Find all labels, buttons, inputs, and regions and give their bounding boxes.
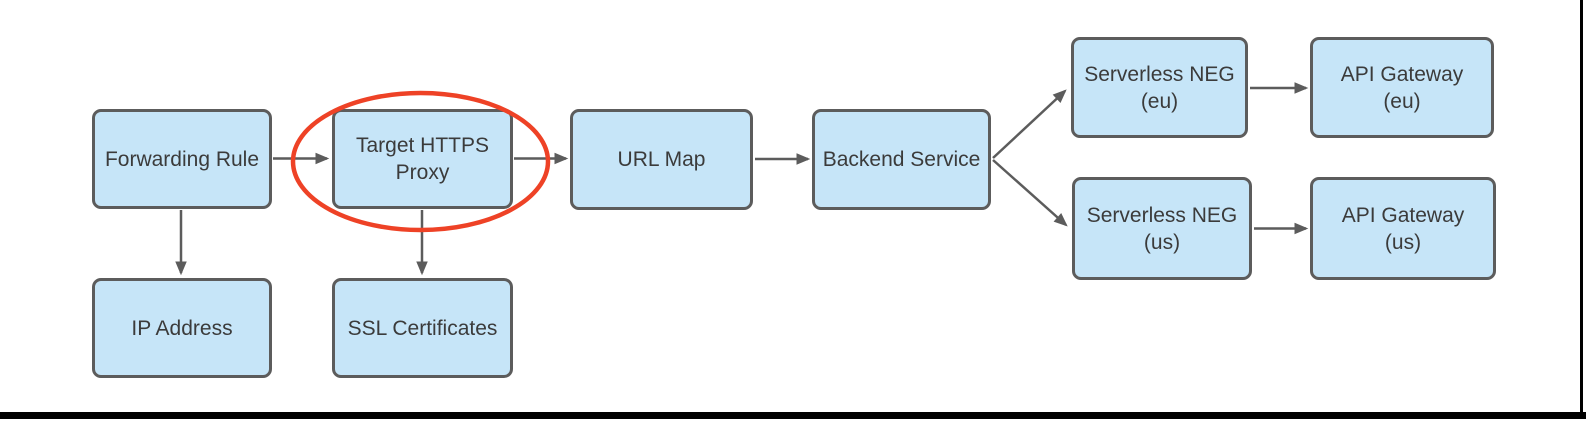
node-label: Backend Service xyxy=(822,148,981,171)
node-label: Target HTTPS xyxy=(355,134,490,157)
node-target-https-proxy: Target HTTPS Proxy xyxy=(332,109,513,209)
node-label: Serverless NEG xyxy=(1086,203,1238,227)
node-label: Proxy xyxy=(395,161,450,184)
node-label: (us) xyxy=(1143,230,1181,254)
node-label: SSL Certificates xyxy=(347,316,498,340)
node-api-gateway-eu: API Gateway (eu) xyxy=(1310,37,1494,138)
node-ssl-certificates: SSL Certificates xyxy=(332,278,513,378)
node-backend-service: Backend Service xyxy=(812,109,991,210)
node-api-gateway-us: API Gateway (us) xyxy=(1310,177,1496,280)
node-label: Serverless NEG xyxy=(1084,62,1235,86)
frame-right-border xyxy=(1580,0,1583,414)
node-ip-address: IP Address xyxy=(92,278,272,378)
node-label: IP Address xyxy=(131,316,233,340)
node-label: (us) xyxy=(1384,230,1422,254)
node-label: Forwarding Rule xyxy=(104,147,260,171)
node-serverless-neg-eu: Serverless NEG (eu) xyxy=(1071,37,1248,138)
node-forwarding-rule: Forwarding Rule xyxy=(92,109,272,209)
node-serverless-neg-us: Serverless NEG (us) xyxy=(1072,177,1252,280)
node-label: API Gateway xyxy=(1340,62,1464,86)
arrow-backend-service-to-serverless-neg-us xyxy=(992,159,1068,227)
node-label: (eu) xyxy=(1140,89,1179,113)
node-label: URL Map xyxy=(617,148,706,171)
node-label: API Gateway xyxy=(1341,203,1465,227)
arrow-backend-service-to-serverless-neg-eu xyxy=(992,89,1067,159)
node-label: (eu) xyxy=(1383,89,1421,113)
node-url-map: URL Map xyxy=(570,109,753,210)
frame-bottom-border xyxy=(0,412,1586,419)
